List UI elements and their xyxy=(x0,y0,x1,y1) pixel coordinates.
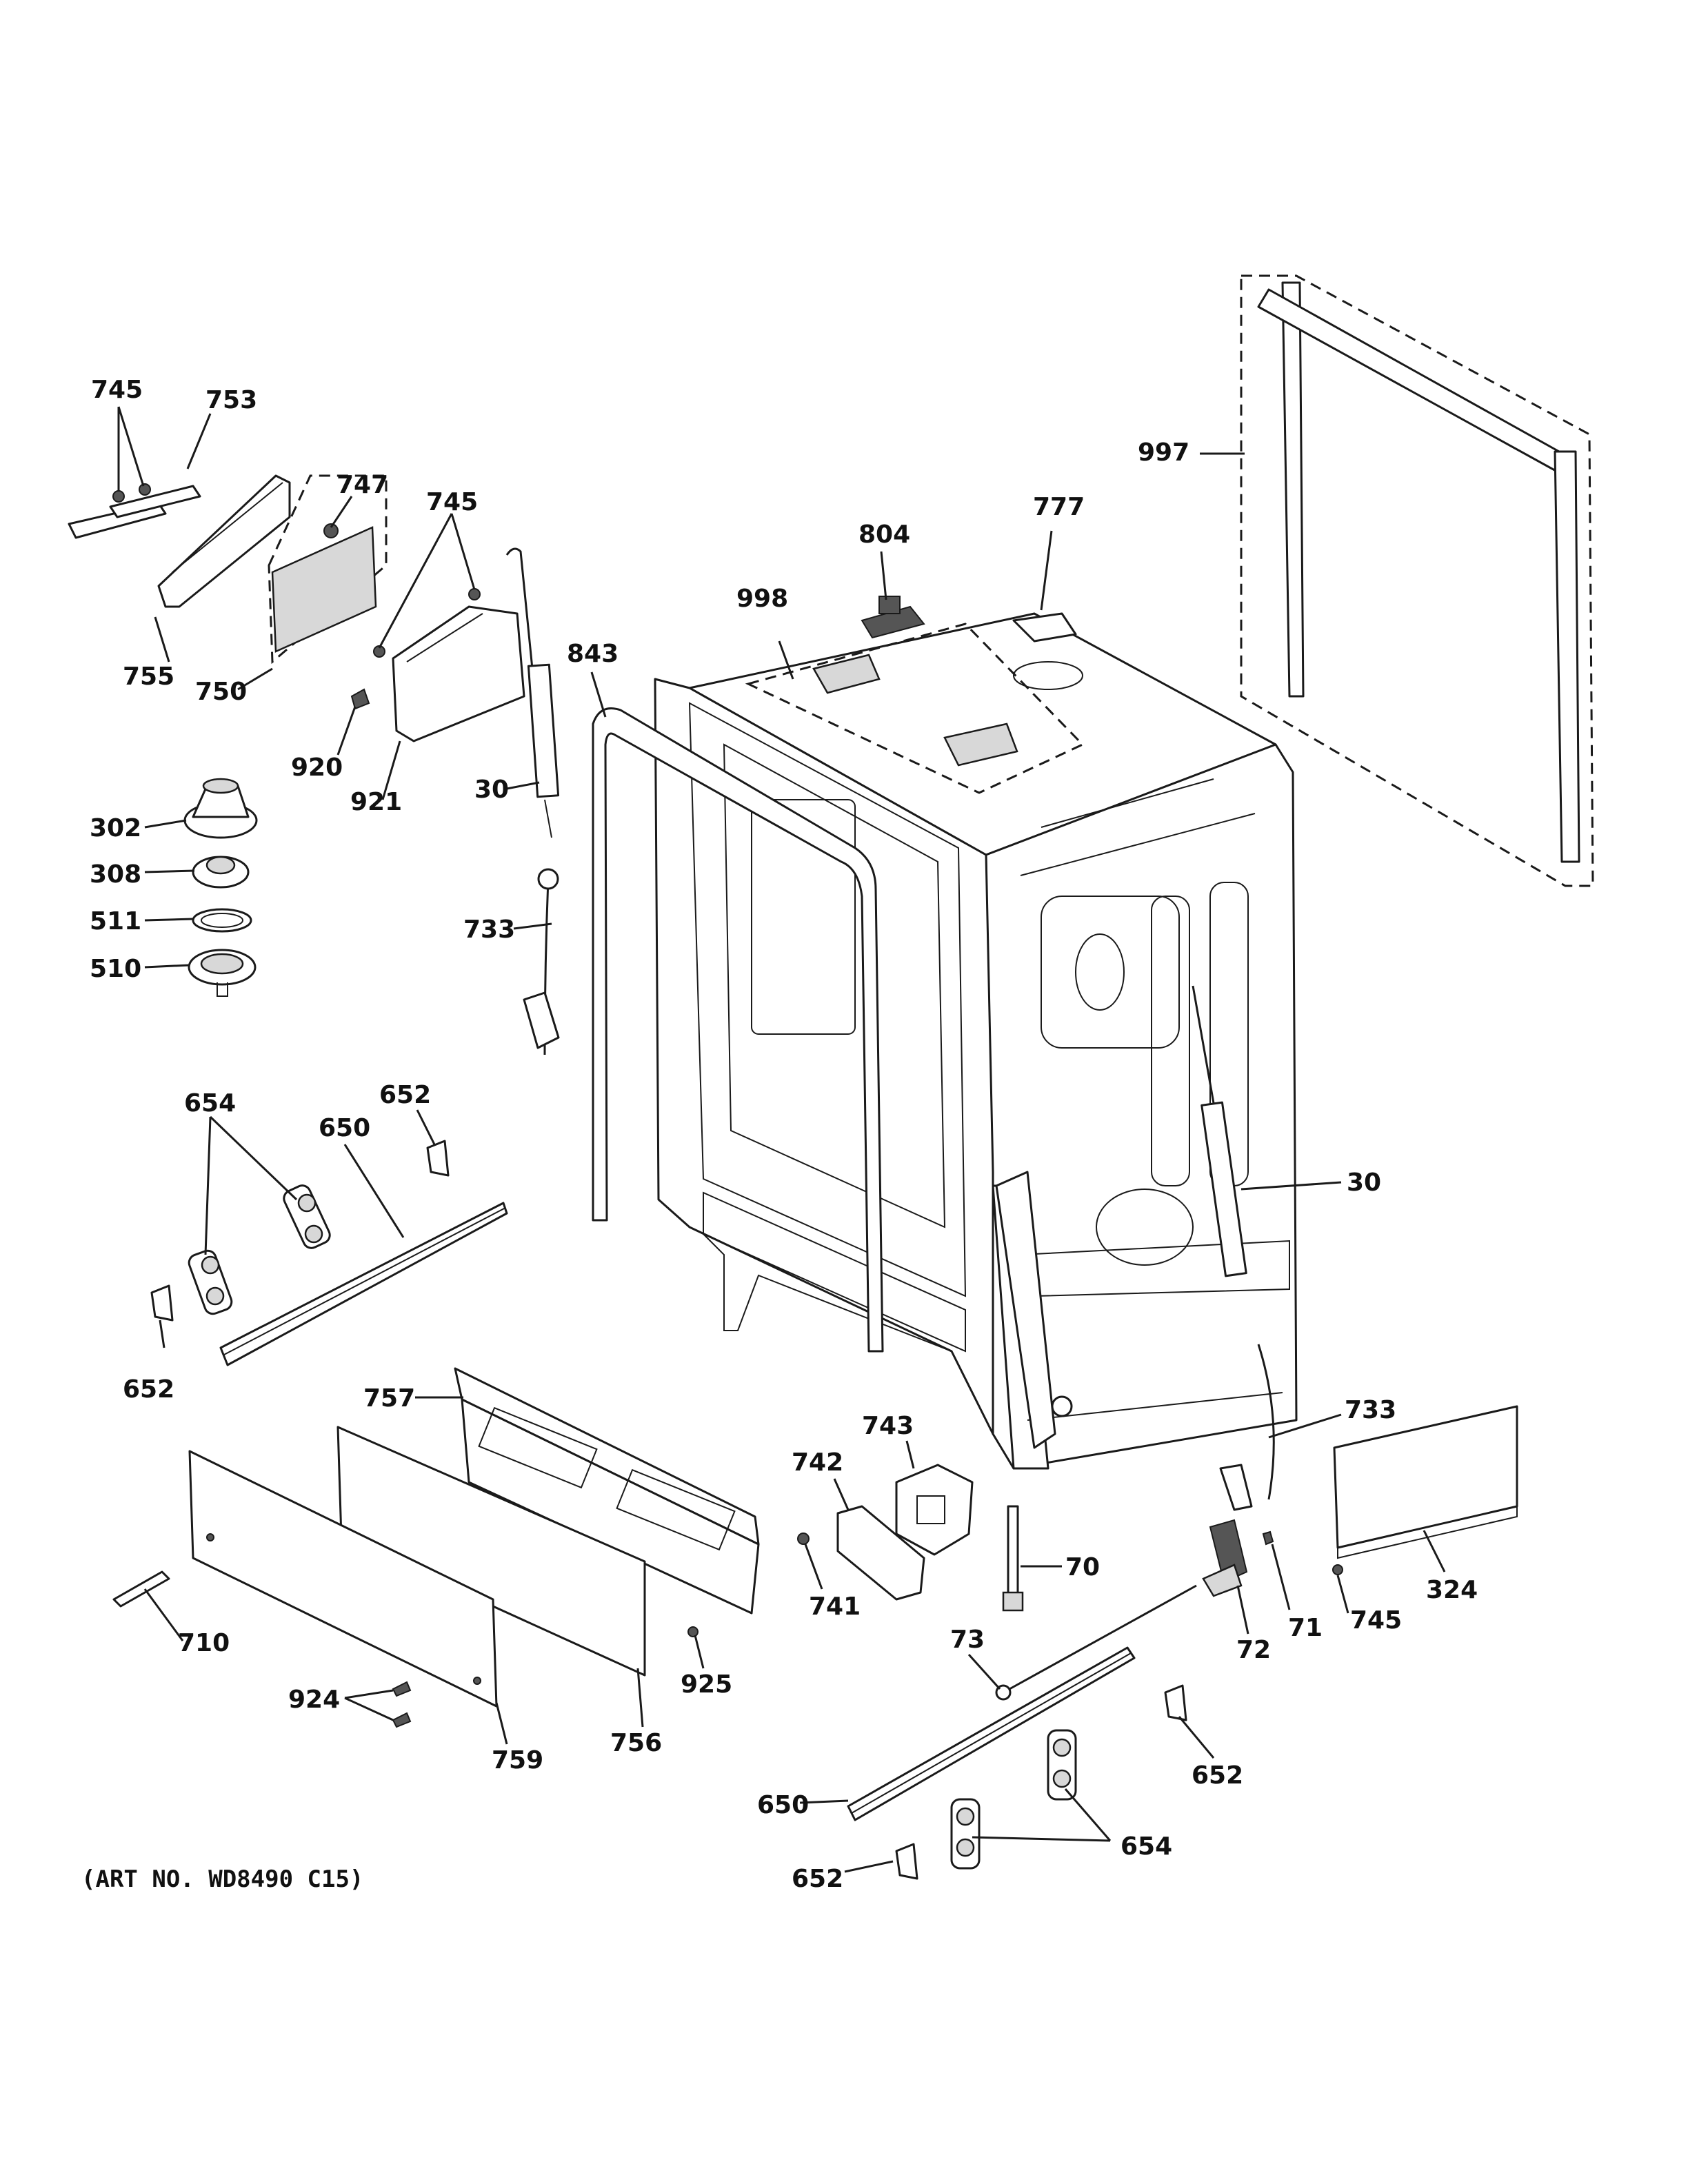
callout-747: 747 xyxy=(336,471,388,499)
callout-741: 741 xyxy=(809,1593,861,1621)
callout-924: 924 xyxy=(288,1686,340,1714)
callout-745-right: 745 xyxy=(1350,1606,1402,1635)
part-925-screw xyxy=(687,1626,699,1637)
part-924-screws xyxy=(392,1681,412,1728)
callout-757: 757 xyxy=(363,1384,415,1413)
callout-652-left-bottom: 652 xyxy=(123,1375,174,1404)
callout-742: 742 xyxy=(792,1448,843,1477)
callout-654-left: 654 xyxy=(184,1089,236,1118)
callout-308: 308 xyxy=(90,860,141,889)
part-843-door-gasket xyxy=(592,707,884,1353)
part-650-rail-right xyxy=(847,1646,1136,1821)
leader-lines xyxy=(117,406,1446,1873)
part-733-cable-left xyxy=(523,868,560,1055)
callout-743: 743 xyxy=(862,1412,914,1440)
part-654-rollers-left xyxy=(188,1184,331,1315)
callout-30-left: 30 xyxy=(474,776,509,804)
part-756-insulation-panel xyxy=(336,1426,646,1677)
part-72-hinge-bracket xyxy=(1202,1519,1248,1597)
callout-753: 753 xyxy=(205,386,257,414)
part-998-top-brackets xyxy=(745,623,1085,794)
callout-745-control-box: 745 xyxy=(426,488,478,516)
callout-759: 759 xyxy=(492,1746,543,1775)
callout-998: 998 xyxy=(736,585,788,613)
part-71-pin xyxy=(1262,1530,1274,1546)
part-511-gasket xyxy=(192,908,252,933)
part-324-side-panel xyxy=(1333,1405,1518,1559)
dishwasher-tub xyxy=(654,612,1298,1470)
callout-654-right: 654 xyxy=(1121,1832,1172,1861)
part-743-junction-box xyxy=(895,1464,974,1556)
part-650-rail-left xyxy=(219,1202,508,1366)
part-710-hex-key xyxy=(112,1570,170,1608)
part-921-box xyxy=(373,588,525,742)
callout-30-right: 30 xyxy=(1347,1169,1381,1197)
part-308-impeller xyxy=(192,856,250,889)
part-755-bracket xyxy=(68,474,291,608)
callout-73: 73 xyxy=(950,1626,985,1654)
part-741-screw xyxy=(797,1533,810,1545)
callout-733-right: 733 xyxy=(1345,1396,1396,1424)
callout-750: 750 xyxy=(195,678,247,706)
part-654-rollers-right xyxy=(950,1729,1077,1870)
callout-652-left-top: 652 xyxy=(379,1081,431,1109)
callout-804: 804 xyxy=(858,520,910,549)
part-750-control-board xyxy=(268,474,388,665)
part-745-screw-right xyxy=(1332,1564,1343,1575)
callout-733-left: 733 xyxy=(463,916,515,944)
callout-755: 755 xyxy=(123,663,174,691)
callout-302: 302 xyxy=(90,814,141,842)
part-742-box-cover xyxy=(836,1505,925,1601)
art-number: (ART NO. WD8490 C15) xyxy=(81,1866,363,1893)
callout-920: 920 xyxy=(291,754,343,782)
part-733-cable-right xyxy=(1219,1344,1275,1511)
callout-71: 71 xyxy=(1288,1614,1323,1642)
callout-921: 921 xyxy=(350,788,402,816)
callout-650-right: 650 xyxy=(757,1791,809,1819)
callout-labels: 745 753 747 745 755 750 920 921 843 30 9… xyxy=(90,376,1478,1893)
callout-72: 72 xyxy=(1236,1636,1271,1664)
part-73-rod xyxy=(995,1584,1197,1701)
part-804-latch xyxy=(861,596,925,639)
part-30-spring-left xyxy=(505,547,560,838)
part-920-clip xyxy=(350,688,370,710)
callout-650-left: 650 xyxy=(319,1114,370,1142)
callout-324: 324 xyxy=(1426,1576,1478,1604)
callout-652-right-bottom: 652 xyxy=(792,1865,843,1893)
part-510-base xyxy=(188,949,257,997)
callout-511: 511 xyxy=(90,907,141,936)
callout-756: 756 xyxy=(610,1729,662,1757)
part-997-side-trim-frame xyxy=(1240,274,1594,887)
part-302-motor-housing xyxy=(183,778,258,839)
part-652-clips-right xyxy=(895,1684,1187,1880)
callout-777: 777 xyxy=(1033,493,1085,521)
callout-843: 843 xyxy=(567,640,619,668)
part-30-spring-right xyxy=(1192,985,1247,1277)
callout-925: 925 xyxy=(681,1670,732,1699)
callout-70: 70 xyxy=(1065,1553,1100,1581)
callout-745-top-left: 745 xyxy=(91,376,143,404)
part-757-toekick-bracket xyxy=(454,1367,760,1615)
part-652-clips-left xyxy=(150,1140,450,1322)
callout-710: 710 xyxy=(178,1629,230,1657)
callout-510: 510 xyxy=(90,955,141,983)
part-70-leg-leveler xyxy=(1002,1505,1024,1612)
callout-652-right-top: 652 xyxy=(1192,1761,1243,1790)
callout-997: 997 xyxy=(1138,438,1189,467)
